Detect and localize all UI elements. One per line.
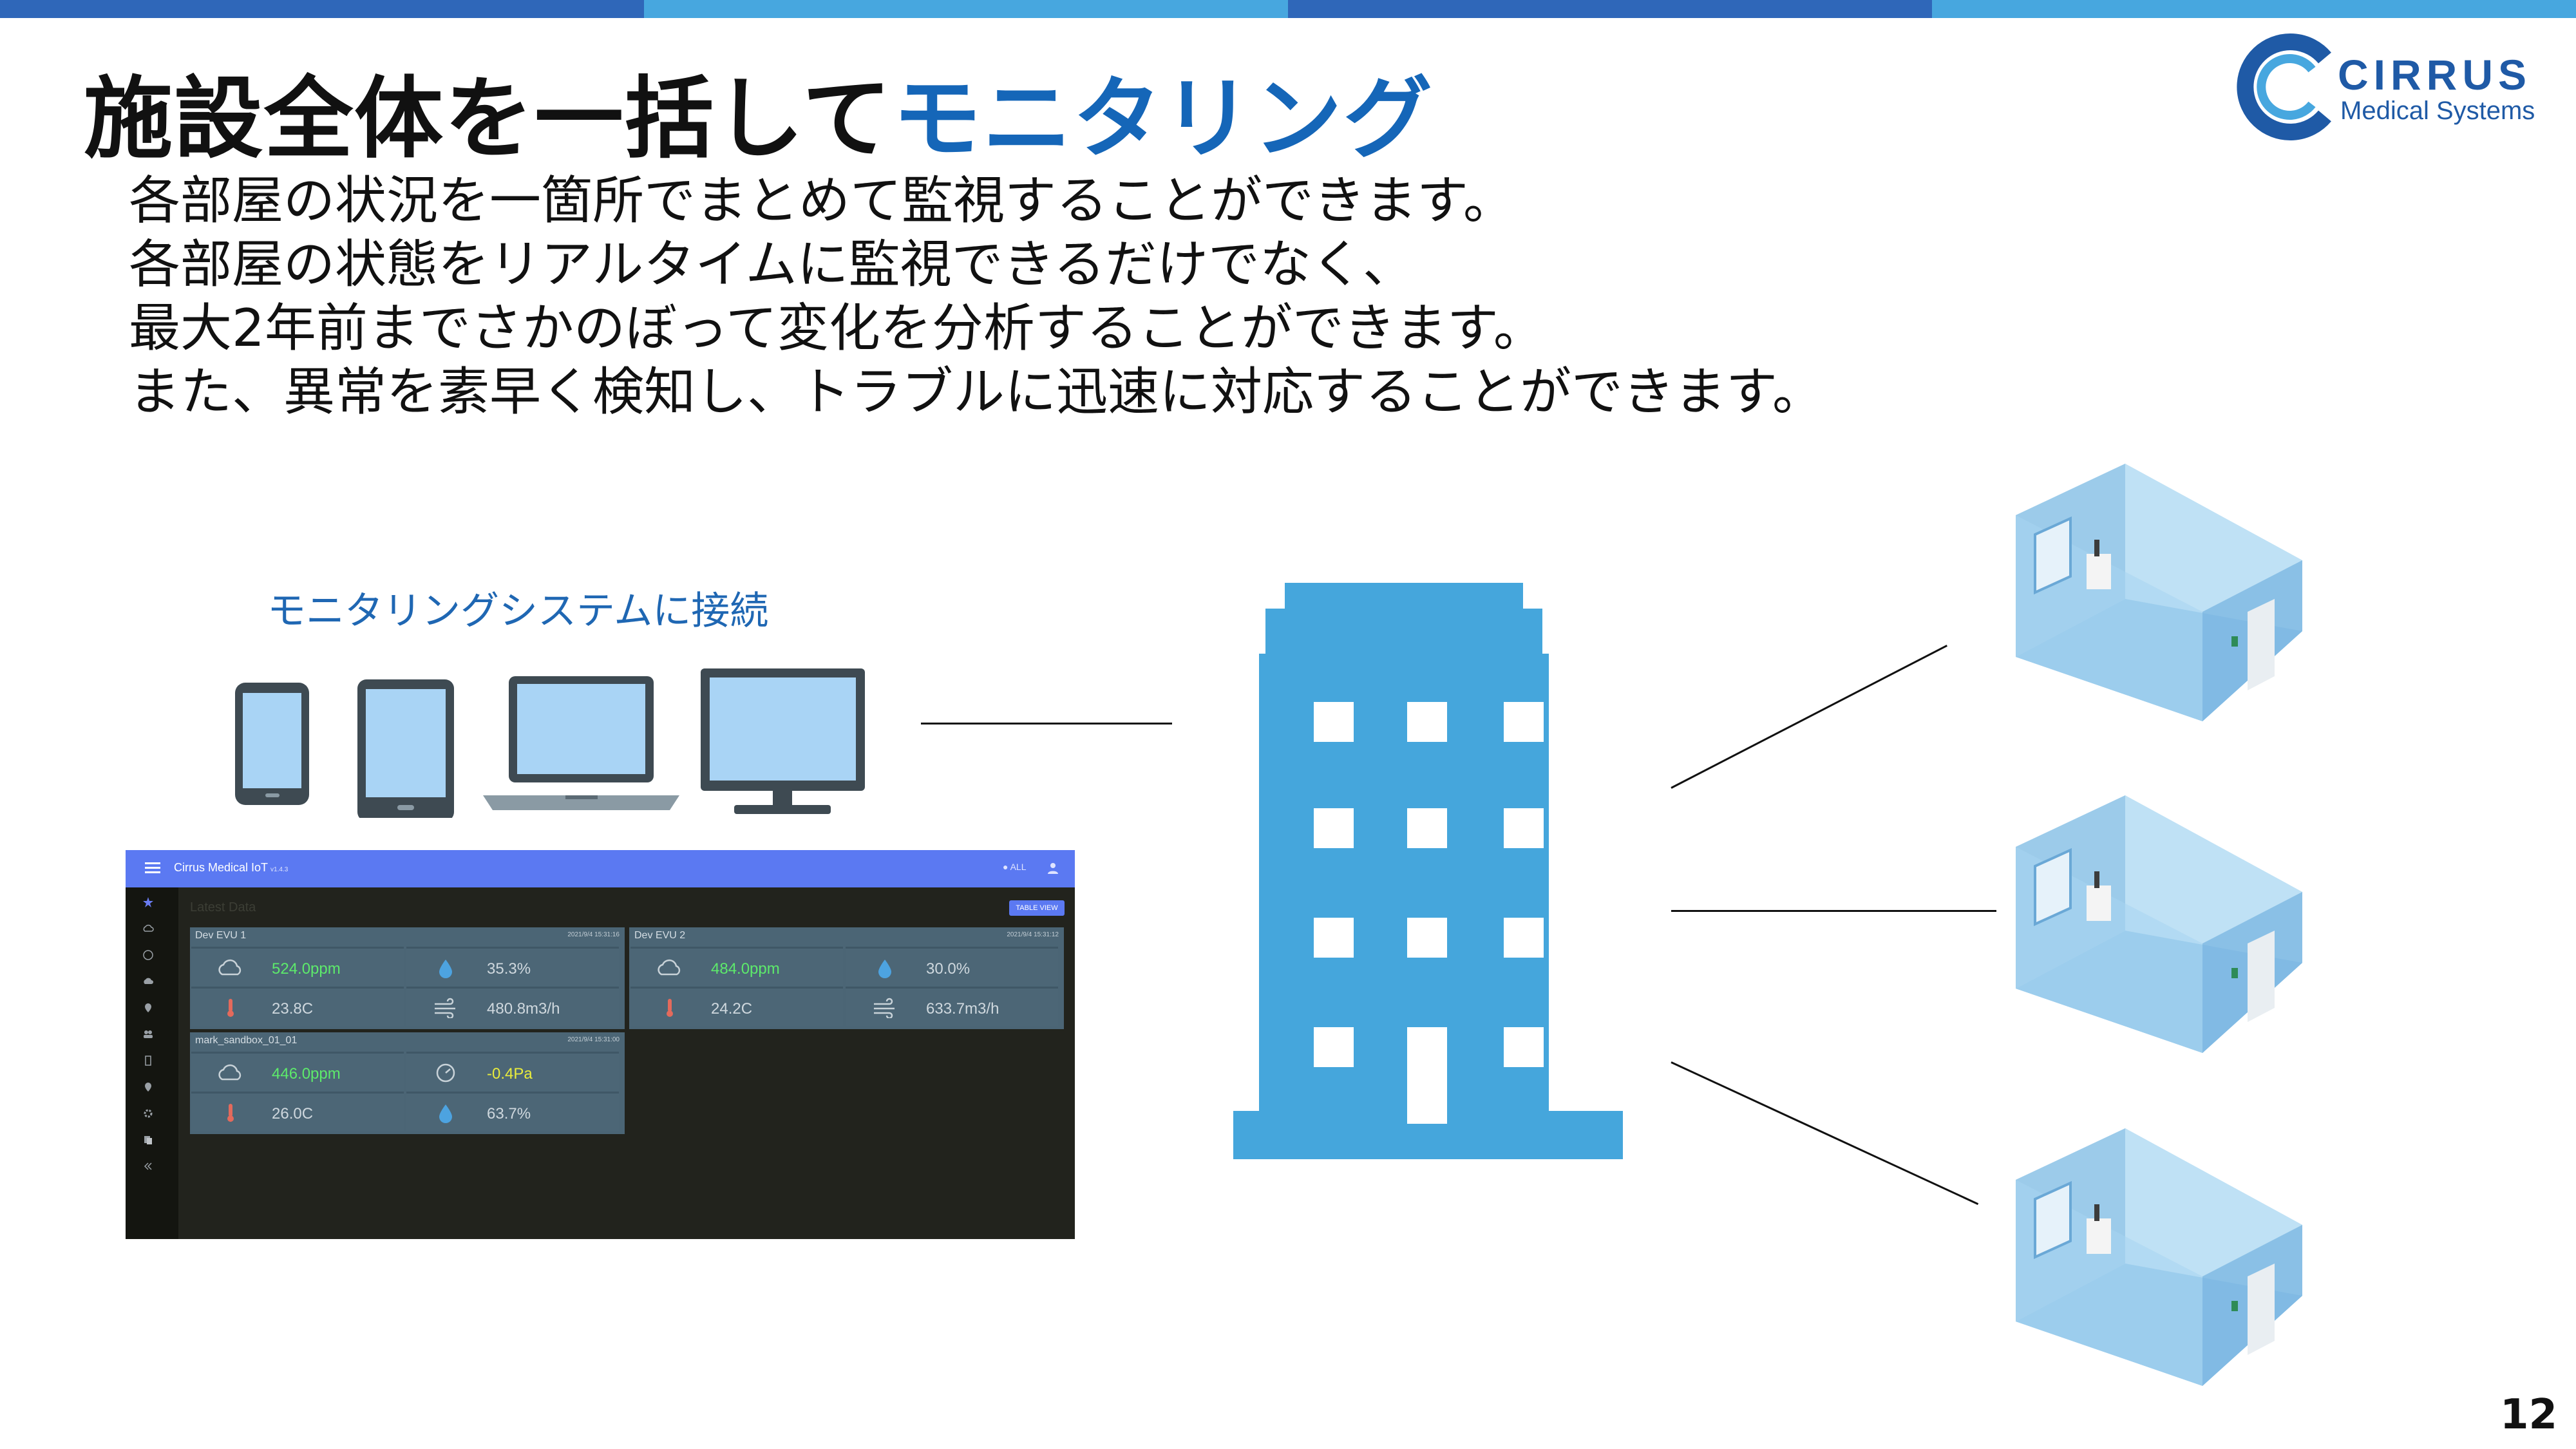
app-title-text: Cirrus Medical IoT [174, 861, 269, 874]
top-accent-bar [0, 0, 2576, 18]
monitor-icon [701, 668, 865, 814]
humidity-drop-icon [439, 960, 452, 978]
connect-label: モニタリングシステムに接続 [267, 589, 769, 634]
metric-cell: 633.7m3/h [846, 987, 1058, 1026]
metric-cell: 30.0% [846, 947, 1058, 986]
collapse-icon[interactable] [142, 1160, 154, 1172]
metric-value: 484.0ppm [711, 960, 780, 978]
connector-line [1671, 1061, 1979, 1206]
thermometer-icon [667, 999, 673, 1017]
room-1 [2016, 464, 2302, 721]
humidity-drop-icon [878, 960, 891, 978]
device-name: Dev EVU 2 [634, 930, 686, 941]
tablet-icon [357, 679, 454, 818]
cirrus-logo: CIRRUS Medical Systems [2235, 32, 2537, 142]
pin-icon[interactable] [142, 1081, 154, 1093]
pressure-gauge-icon [436, 1063, 455, 1083]
menu-icon[interactable] [145, 862, 160, 874]
humidity-drop-icon [439, 1104, 452, 1123]
co2-cloud-icon [658, 959, 681, 976]
gear-icon[interactable] [142, 1108, 154, 1119]
cirrus-c-mark-icon [2237, 33, 2331, 140]
description-line: 最大2年前までさかのぼって変化を分析することができます。 [129, 298, 1545, 358]
metric-cell: 524.0ppm [191, 947, 404, 986]
logo-subtitle: Medical Systems [2340, 97, 2535, 125]
device-card[interactable]: Dev EVU 2 2021/9/4 15:31:12 484.0ppm 30.… [629, 927, 1064, 1029]
app-version: v1.4.3 [270, 866, 289, 873]
description-line: また、異常を素早く検知し、トラブルに迅速に対応することができます。 [129, 362, 1824, 422]
door-icon[interactable] [142, 1055, 154, 1066]
metric-cell: 63.7% [406, 1092, 619, 1131]
dashboard-sidebar [126, 887, 178, 1239]
device-timestamp: 2021/9/4 15:31:12 [1007, 931, 1059, 938]
co2-cloud-icon [218, 1064, 242, 1081]
page-number: 12 [2500, 1391, 2558, 1439]
device-name: Dev EVU 1 [195, 930, 247, 941]
office-building-icon [1233, 583, 1623, 1159]
device-card[interactable]: Dev EVU 1 2021/9/4 15:31:16 524.0ppm 35.… [190, 927, 625, 1029]
device-name: mark_sandbox_01_01 [195, 1035, 298, 1046]
co2-cloud-icon [218, 959, 242, 976]
gauge-icon[interactable] [142, 949, 154, 961]
metric-cell: 26.0C [191, 1092, 404, 1131]
section-title: Latest Data [190, 900, 256, 914]
user-icon[interactable] [1045, 860, 1061, 876]
metric-cell: 24.2C [630, 987, 843, 1026]
laptop-icon [483, 676, 679, 810]
location-icon[interactable] [142, 1002, 154, 1014]
metric-cell: 480.8m3/h [406, 987, 619, 1026]
title-main: 施設全体を一括して [84, 67, 893, 171]
metric-value: 24.2C [711, 1000, 753, 1018]
metric-cell: -0.4Pa [406, 1052, 619, 1091]
title-accent: モニタリング [892, 67, 1434, 171]
metric-value: 23.8C [272, 1000, 314, 1018]
thermometer-icon [227, 1104, 234, 1122]
metric-value: 480.8m3/h [487, 1000, 560, 1018]
device-group [235, 668, 865, 818]
logo-word: CIRRUS [2338, 51, 2532, 99]
metric-value: 524.0ppm [272, 960, 341, 978]
page-title: 施設全体を一括してモニタリング [84, 46, 1434, 175]
metric-cell: 23.8C [191, 987, 404, 1026]
description-line: 各部屋の状態をリアルタイムに監視できるだけでなく、 [129, 234, 1414, 294]
cloud-upload-icon[interactable] [142, 976, 154, 987]
star-icon[interactable] [142, 896, 154, 908]
people-icon[interactable] [142, 1028, 154, 1040]
metric-value: -0.4Pa [487, 1065, 533, 1083]
metric-cell: 484.0ppm [630, 947, 843, 986]
airflow-icon [874, 998, 895, 1018]
connector-line [1671, 910, 1996, 912]
metric-cell: 35.3% [406, 947, 619, 986]
copy-icon[interactable] [142, 1134, 154, 1146]
location-filter-value: ALL [1010, 862, 1027, 872]
device-card[interactable]: mark_sandbox_01_01 2021/9/4 15:31:00 446… [190, 1032, 625, 1134]
room-2 [2016, 795, 2302, 1053]
description-line: 各部屋の状況を一箇所でまとめて監視することができます。 [129, 171, 1515, 231]
device-timestamp: 2021/9/4 15:31:16 [567, 931, 620, 938]
location-filter[interactable]: ● ALL [1003, 862, 1027, 872]
airflow-icon [435, 998, 455, 1018]
smartphone-icon [235, 683, 309, 805]
metric-value: 446.0ppm [272, 1065, 341, 1083]
connector-line [921, 723, 1172, 724]
metric-value: 26.0C [272, 1105, 314, 1122]
metric-value: 633.7m3/h [926, 1000, 999, 1018]
connector-line [1671, 645, 1948, 789]
room-3 [2016, 1128, 2302, 1386]
metric-value: 35.3% [487, 960, 531, 978]
thermometer-icon [227, 999, 234, 1017]
table-view-button[interactable]: TABLE VIEW [1009, 900, 1065, 916]
metric-cell: 446.0ppm [191, 1052, 404, 1091]
description: 各部屋の状況を一箇所でまとめて監視することができます。 各部屋の状態をリアルタイ… [129, 169, 1824, 424]
device-timestamp: 2021/9/4 15:31:00 [567, 1036, 620, 1043]
cloud-icon[interactable] [142, 923, 154, 934]
metric-value: 30.0% [926, 960, 971, 978]
metric-value: 63.7% [487, 1105, 531, 1122]
